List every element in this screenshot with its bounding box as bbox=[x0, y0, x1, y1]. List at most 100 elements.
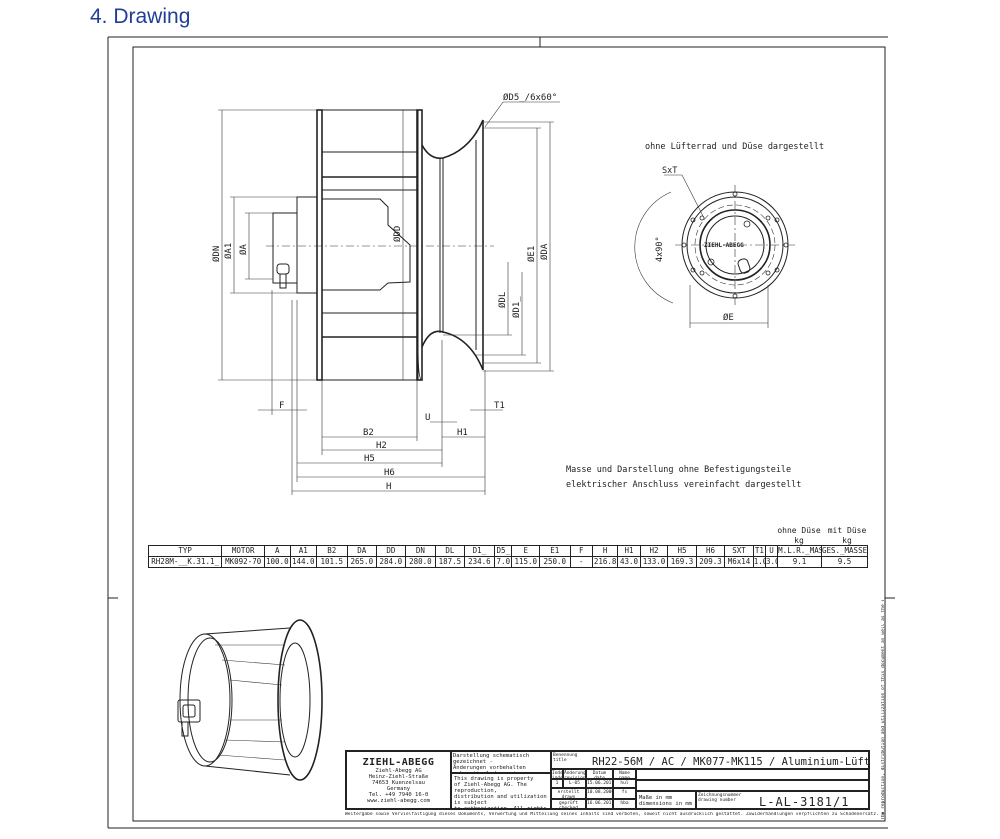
revision-header-text: revision bbox=[564, 776, 586, 779]
table-cell: 115.0 bbox=[511, 556, 540, 568]
table-header-cell: DL bbox=[435, 545, 465, 557]
revision-header-text: Änderung bbox=[564, 771, 586, 776]
address-line: Ziehl-Abegg AG bbox=[375, 768, 422, 774]
blank-row bbox=[636, 769, 869, 780]
table-header-cell: M.L.R._MASSE bbox=[777, 545, 822, 557]
property-note-line: distribution and utilization is subject bbox=[454, 794, 547, 806]
dim-label-dd: ØDD bbox=[392, 226, 403, 242]
dim-label-u: U bbox=[425, 413, 430, 423]
fan-side-view bbox=[266, 109, 494, 381]
table-header-cell: A bbox=[264, 545, 291, 557]
mass-note-line: ohne Düse bbox=[777, 526, 821, 535]
front-view-caption: ohne Lüfterrad und Düse dargestellt bbox=[645, 142, 824, 152]
revision-header-text: Index bbox=[552, 771, 563, 776]
table-header-cell: A1 bbox=[289, 545, 318, 557]
table-cell: 280.0 bbox=[404, 556, 437, 568]
table-cell: 234.6 bbox=[463, 556, 496, 568]
table-header-cell: H bbox=[591, 545, 619, 557]
dim-label-h5: H5 bbox=[364, 454, 375, 464]
table-header-cell: H5 bbox=[667, 545, 697, 557]
dim-label-da: ØDA bbox=[539, 243, 550, 260]
title-label-en: title bbox=[553, 758, 567, 763]
drawing-notes: Masse und Darstellung ohne Befestigungst… bbox=[566, 465, 801, 490]
company-logo: ZIEHL-ABEGG bbox=[362, 757, 435, 768]
table-cell: 265.0 bbox=[346, 556, 378, 568]
drawing-frame bbox=[107, 36, 895, 829]
dim-label-a1: ØA1 bbox=[223, 243, 234, 259]
table-cell: 101.5 bbox=[316, 556, 348, 568]
revision-cell-text: L-05 bbox=[569, 781, 580, 786]
drawn-label-text: drawn bbox=[561, 795, 576, 799]
table-header-cell: U bbox=[764, 545, 779, 557]
dim-label-h6: H6 bbox=[384, 468, 395, 478]
property-note-line: of Ziehl-Abegg AG. The reproduction, bbox=[454, 782, 527, 794]
revision-header: Indexindex bbox=[551, 769, 563, 779]
revision-header-text: Datum bbox=[592, 771, 607, 776]
dim-label-h: H bbox=[386, 482, 391, 492]
dim-label-b2: B2 bbox=[363, 428, 374, 438]
e-label: ØE bbox=[723, 312, 734, 323]
revision-cell: 1 bbox=[551, 779, 563, 788]
dim-label-d1: ØD1_ bbox=[511, 296, 522, 318]
dim-label-a: ØA bbox=[238, 244, 249, 255]
drawing-number-label-de: Zeichnungsnummer bbox=[698, 793, 742, 798]
address-line: www.ziehl-abegg.com bbox=[367, 798, 430, 804]
dim-label-e1: ØE1 bbox=[526, 246, 537, 262]
units-de: Maße in mm bbox=[639, 795, 673, 801]
schematic-note-line: Änderungen vorbehalten bbox=[453, 765, 526, 771]
dim-label-h2: H2 bbox=[376, 441, 387, 451]
dim-label-t1: T1 bbox=[494, 401, 505, 411]
revision-cell: 15.06.2011 bbox=[586, 779, 613, 788]
mass-note-unit: kg bbox=[842, 536, 852, 545]
table-header-cell: TYP bbox=[147, 545, 223, 557]
table-header-cell: D1_ bbox=[463, 545, 496, 557]
drawn-label-text: erstellt bbox=[557, 790, 580, 795]
property-note-line: to authorization. All rights reserved. bbox=[454, 806, 547, 809]
table-header-cell: T1 bbox=[752, 545, 766, 557]
fan-front-view: ohne Lüfterrad und Düse dargestellt ZIEH… bbox=[634, 142, 824, 328]
property-note-line: This drawing is property bbox=[454, 776, 534, 782]
table-header-cell: SXT bbox=[724, 545, 754, 557]
drawn-name-text: fs bbox=[621, 790, 628, 795]
table-cell: 7.0 bbox=[494, 556, 513, 568]
checked-label-text: geprüft bbox=[559, 800, 578, 806]
revision-cell-text: 1 bbox=[555, 781, 559, 786]
table-cell: 209.3 bbox=[695, 556, 726, 568]
drawn-name: fs bbox=[613, 788, 636, 799]
dimension-lines bbox=[218, 101, 560, 495]
fan-isometric-view bbox=[177, 619, 323, 781]
dim-label-f: F bbox=[279, 401, 284, 411]
table-cell: 144.0 bbox=[289, 556, 318, 568]
table-header-cell: MOTOR bbox=[221, 545, 266, 557]
table-header-cell: DN bbox=[404, 545, 437, 557]
checked-date: 16.06.2011 bbox=[586, 798, 613, 809]
dim-label-d5: ØD5_/6x60° bbox=[503, 92, 557, 103]
table-cell: 133.0 bbox=[639, 556, 669, 568]
table-header-cell: DA bbox=[346, 545, 378, 557]
table-cell: 250.0 bbox=[538, 556, 571, 568]
address-line: Heinz-Ziehl-Straße bbox=[368, 774, 429, 780]
dim-label-h1: H1 bbox=[457, 428, 468, 438]
address-line: 74653 Kuenzelsau bbox=[372, 780, 425, 786]
title-label-de: Benennung bbox=[553, 753, 578, 758]
dim-label-dn: ØDN bbox=[211, 246, 222, 262]
note-masse: Masse und Darstellung ohne Befestigungst… bbox=[566, 465, 791, 475]
address-line: Tel. +49 7940 16-0 bbox=[368, 792, 429, 798]
schematic-note-line: schematical drawn image - bbox=[453, 771, 549, 772]
dim-label-dl: ØDL bbox=[497, 292, 508, 308]
table-header-cell: E bbox=[511, 545, 540, 557]
table-header-cell: GES._MASSE bbox=[820, 545, 869, 557]
revision-header-text: date bbox=[594, 776, 605, 779]
table-header-cell: H2 bbox=[639, 545, 669, 557]
